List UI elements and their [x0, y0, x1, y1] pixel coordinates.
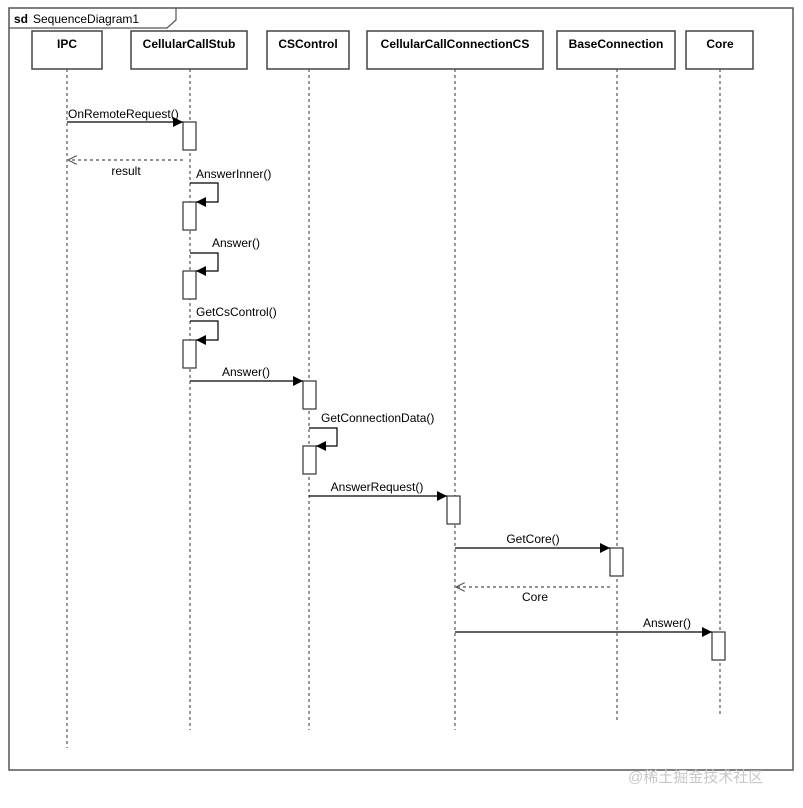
watermark-text: @稀土掘金技术社区 — [628, 769, 763, 786]
message-answer-to-core: Answer() — [455, 616, 712, 637]
activation-bar — [182, 339, 197, 369]
participant-conncs-label: CellularCallConnectionCS — [381, 37, 530, 51]
participant-cscontrol: CSControl — [266, 30, 350, 70]
message-result-label: result — [111, 164, 141, 178]
participant-ipc-label: IPC — [57, 37, 77, 51]
message-on-remote-request-label: OnRemoteRequest() — [68, 107, 179, 121]
participant-stub-label: CellularCallStub — [143, 37, 236, 51]
message-answer-to-core-label: Answer() — [643, 616, 691, 630]
participant-conncs: CellularCallConnectionCS — [366, 30, 544, 70]
message-result: result — [68, 160, 183, 178]
message-get-cs-control: GetCsControl() — [190, 305, 277, 345]
message-get-cs-control-label: GetCsControl() — [196, 305, 277, 319]
message-get-connection-data-label: GetConnectionData() — [321, 411, 434, 425]
diagram-frame — [8, 7, 794, 771]
message-get-core: GetCore() — [455, 532, 610, 553]
message-answer-self-label: Answer() — [212, 236, 260, 250]
activation-bar — [302, 380, 317, 410]
activation-bar — [446, 495, 461, 525]
message-answer-inner: AnswerInner() — [190, 167, 271, 207]
frame-name: SequenceDiagram1 — [33, 12, 139, 26]
message-core-return-label: Core — [522, 590, 548, 604]
activation-bar — [182, 270, 197, 300]
message-answer-inner-label: AnswerInner() — [196, 167, 271, 181]
participant-core: Core — [685, 30, 754, 70]
activations — [182, 121, 726, 661]
activation-bar — [182, 121, 197, 151]
message-answer-request-label: AnswerRequest() — [331, 480, 424, 494]
message-core-return: Core — [456, 587, 610, 604]
participant-core-label: Core — [706, 37, 734, 51]
frame-title-tab — [9, 8, 177, 29]
message-get-core-label: GetCore() — [506, 532, 559, 546]
participant-ipc: IPC — [31, 30, 103, 70]
activation-bar — [302, 445, 317, 475]
message-answer-to-cscontrol: Answer() — [190, 365, 303, 386]
participant-baseconn: BaseConnection — [556, 30, 676, 70]
participant-cscontrol-label: CSControl — [278, 37, 337, 51]
frame-keyword: sd — [14, 12, 28, 26]
participant-stub: CellularCallStub — [130, 30, 248, 70]
activation-bar — [609, 547, 624, 577]
participant-baseconn-label: BaseConnection — [569, 37, 664, 51]
activation-bar — [182, 201, 197, 231]
activation-bar — [711, 631, 726, 661]
message-answer-request: AnswerRequest() — [309, 480, 447, 501]
message-get-connection-data: GetConnectionData() — [309, 411, 434, 451]
message-answer-self: Answer() — [190, 236, 260, 276]
message-answer-to-cscontrol-label: Answer() — [222, 365, 270, 379]
message-on-remote-request: OnRemoteRequest() — [67, 107, 183, 127]
